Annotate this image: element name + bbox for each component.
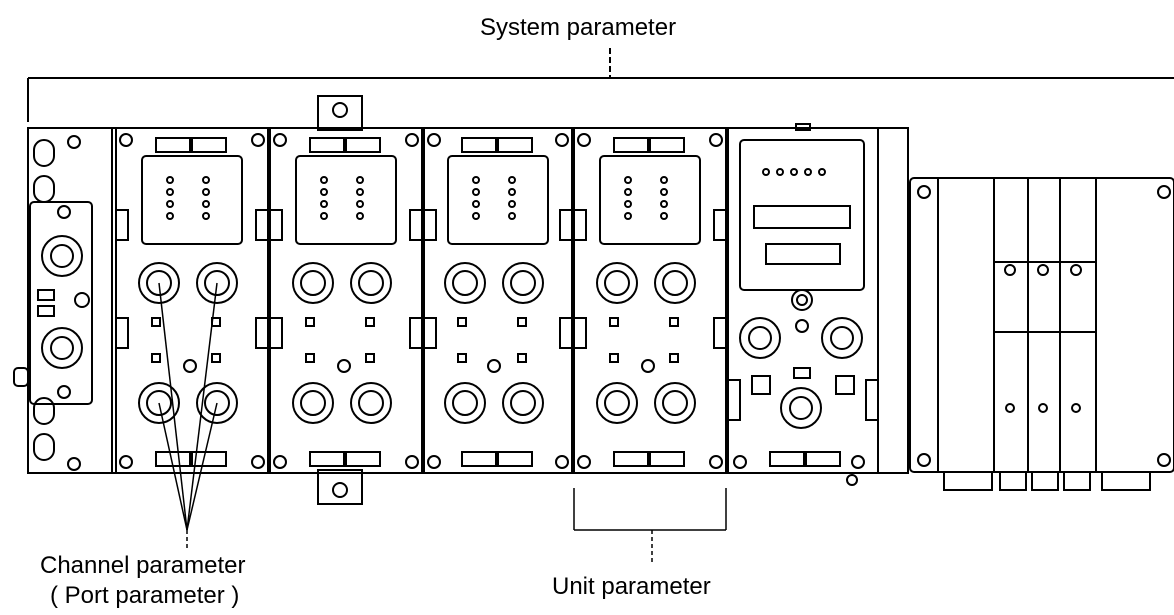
channel-parameter-label: Channel parameter: [40, 552, 246, 579]
si-unit: [727, 123, 879, 486]
io-unit-4: [573, 127, 727, 474]
io-unit-2: [269, 127, 423, 474]
end-plate: [13, 128, 113, 473]
top-mounting-tab: [317, 95, 363, 131]
io-unit-1: [115, 127, 269, 474]
io-unit-3: [423, 127, 573, 474]
system-parameter-bracket: [27, 48, 1174, 122]
channel-leader-lines: [158, 282, 218, 550]
bottom-mounting-tab: [317, 469, 363, 505]
unit-parameter-label: Unit parameter: [552, 573, 711, 600]
manifold-body: [27, 127, 909, 474]
port-parameter-label: ( Port parameter ): [50, 582, 240, 609]
valve-manifold: [909, 177, 1174, 491]
unit-parameter-bracket: [573, 488, 727, 565]
system-parameter-label: System parameter: [480, 14, 677, 41]
